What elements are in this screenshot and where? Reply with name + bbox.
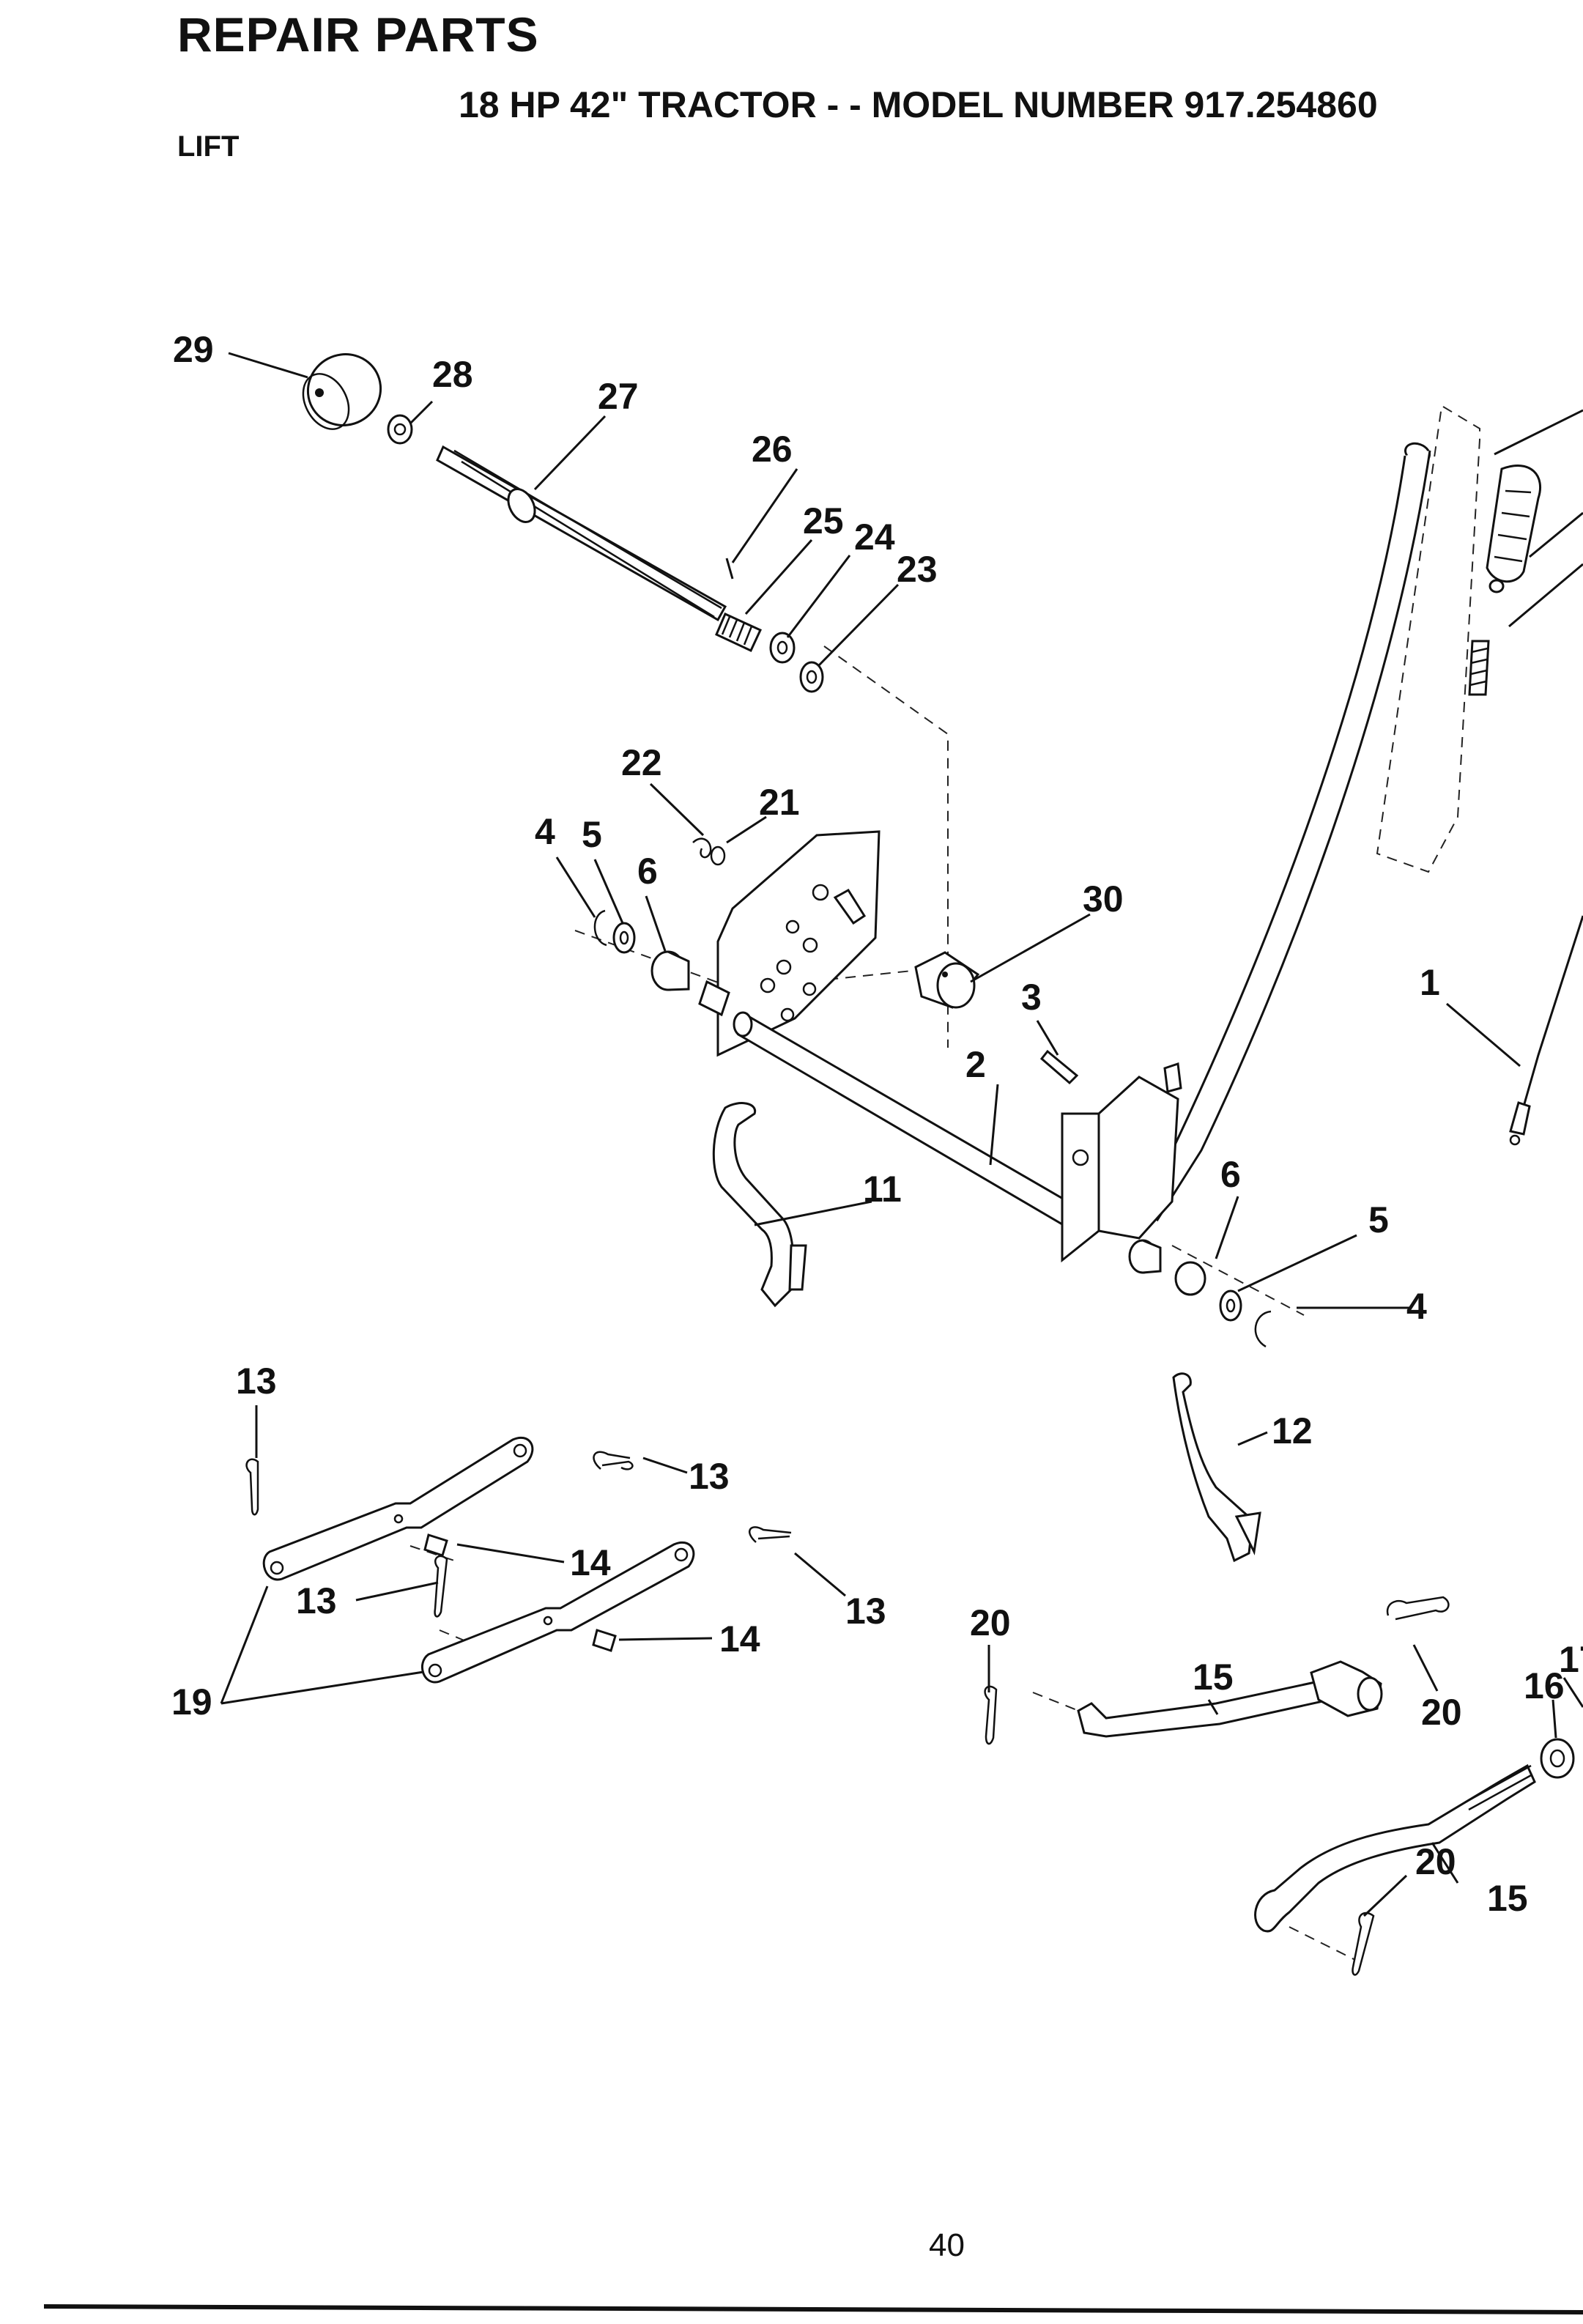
callout-4-left: 4 bbox=[535, 811, 555, 852]
lift-bracket-plate bbox=[716, 830, 881, 1057]
assembly-centerlines bbox=[409, 406, 1480, 1961]
link-rod-upper bbox=[712, 1102, 807, 1308]
callout-25: 25 bbox=[803, 500, 844, 541]
callout-13-d: 13 bbox=[845, 1591, 886, 1632]
callout-24: 24 bbox=[854, 517, 895, 558]
callout-20-c: 20 bbox=[1415, 1841, 1456, 1882]
handle-ferrule bbox=[1489, 579, 1505, 593]
cross-shaft bbox=[698, 980, 1082, 1232]
bottom-rule bbox=[43, 2304, 1583, 2314]
callout-14-a: 14 bbox=[570, 1542, 611, 1583]
handle-grip bbox=[1486, 465, 1542, 583]
e-ring-right bbox=[1254, 1310, 1272, 1348]
knob-nut bbox=[387, 414, 413, 445]
callout-20-b: 20 bbox=[1421, 1692, 1462, 1733]
washer-left bbox=[612, 922, 636, 954]
handle-spring bbox=[1468, 640, 1490, 696]
callout-4-right: 4 bbox=[1406, 1286, 1427, 1327]
callout-22: 22 bbox=[621, 742, 662, 783]
callout-17: 17 bbox=[1559, 1639, 1583, 1680]
callout-16: 16 bbox=[1524, 1665, 1565, 1706]
spring-clip-upper bbox=[692, 837, 726, 866]
callout-23: 23 bbox=[897, 549, 938, 590]
callout-2: 2 bbox=[965, 1044, 986, 1085]
callout-30: 30 bbox=[1083, 878, 1124, 919]
lift-pin-end bbox=[914, 951, 980, 1009]
flat-washer bbox=[769, 632, 796, 664]
page-title: REPAIR PARTS bbox=[177, 7, 539, 62]
roll-pin bbox=[725, 558, 734, 580]
callout-27: 27 bbox=[598, 376, 639, 417]
callout-29: 29 bbox=[173, 329, 214, 370]
callout-26: 26 bbox=[752, 429, 793, 470]
callout-6-right: 6 bbox=[1220, 1154, 1241, 1195]
bushing-right bbox=[1128, 1239, 1206, 1296]
bushing-left bbox=[650, 950, 690, 991]
callout-13-b: 13 bbox=[689, 1456, 730, 1497]
callout-19: 19 bbox=[171, 1681, 212, 1722]
adjustment-rod-upper bbox=[1077, 1660, 1383, 1738]
callout-5-right: 5 bbox=[1368, 1199, 1389, 1240]
threaded-lift-rod bbox=[436, 445, 727, 622]
callout-20-a: 20 bbox=[970, 1602, 1011, 1643]
spacer-lower bbox=[592, 1629, 617, 1652]
leader-lines bbox=[220, 352, 1583, 1917]
section-label: LIFT bbox=[177, 130, 240, 163]
callout-15-a: 15 bbox=[1193, 1657, 1234, 1698]
hex-nut bbox=[799, 661, 824, 693]
callout-13-c: 13 bbox=[296, 1580, 337, 1621]
model-subtitle: 18 HP 42" TRACTOR - - MODEL NUMBER 917.2… bbox=[459, 84, 1378, 125]
callout-5-left: 5 bbox=[582, 814, 602, 855]
adjustment-rod-lower bbox=[1254, 1764, 1536, 1933]
callout-1: 1 bbox=[1420, 962, 1440, 1003]
callout-6-left: 6 bbox=[637, 851, 658, 892]
callout-labels: 29 28 27 26 25 24 23 22 21 30 3 2 1 4 5 … bbox=[171, 329, 1583, 1919]
lift-cable bbox=[1509, 915, 1583, 1146]
clevis-pin bbox=[1039, 1049, 1079, 1085]
lift-knob bbox=[302, 353, 382, 430]
washer-right bbox=[1219, 1289, 1242, 1322]
callout-15-b: 15 bbox=[1487, 1878, 1528, 1919]
hairpin-clips bbox=[245, 1451, 1450, 1976]
page-number: 40 bbox=[929, 2227, 965, 2263]
compression-spring bbox=[715, 612, 762, 652]
e-ring-left bbox=[593, 909, 607, 947]
callout-3: 3 bbox=[1021, 977, 1042, 1018]
adjustment-nut bbox=[1540, 1738, 1575, 1779]
callout-12: 12 bbox=[1272, 1410, 1313, 1451]
callout-14-b: 14 bbox=[719, 1618, 760, 1659]
lift-link-lower bbox=[420, 1541, 695, 1684]
lift-link-upper bbox=[262, 1436, 534, 1581]
callout-13-a: 13 bbox=[236, 1361, 277, 1402]
callout-28: 28 bbox=[432, 354, 473, 395]
link-rod-lower bbox=[1172, 1372, 1261, 1563]
callout-11: 11 bbox=[863, 1169, 902, 1210]
callout-21: 21 bbox=[759, 782, 800, 823]
lift-lever-handle bbox=[1061, 442, 1431, 1263]
